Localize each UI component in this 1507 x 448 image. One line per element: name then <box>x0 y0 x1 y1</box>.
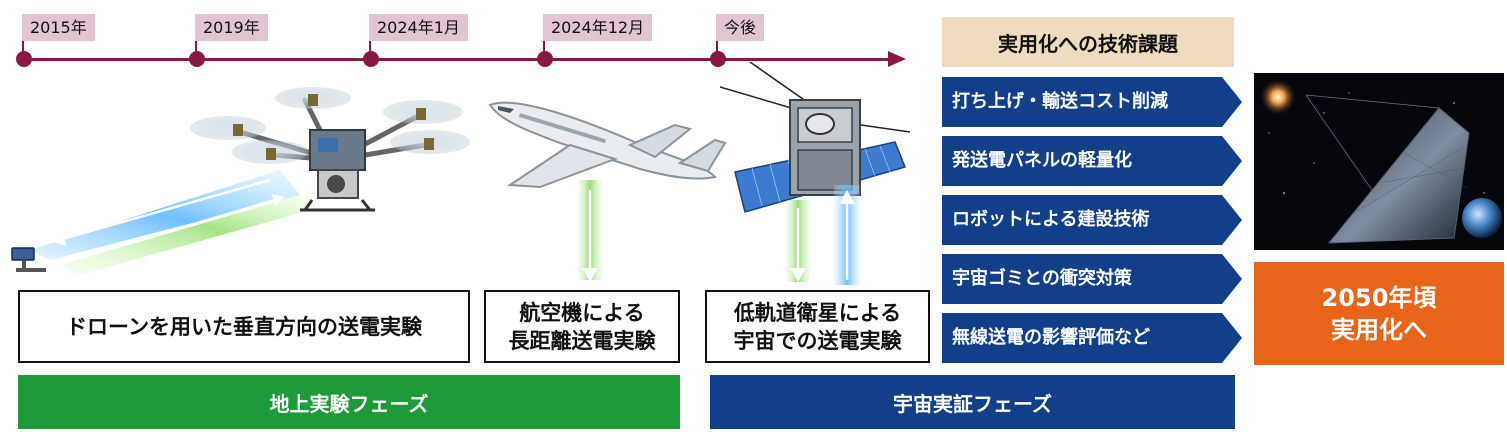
milestone-stem <box>543 41 545 55</box>
ground-phase-label: 地上実験フェーズ <box>269 391 429 416</box>
power-beam <box>30 170 300 260</box>
power-beam <box>60 195 310 275</box>
experiment-satellite-box: 低軌道衛星による 宇宙での送電実験 <box>705 290 930 363</box>
tech-item: 無線送電の影響評価など <box>942 313 1242 363</box>
milestone-dot <box>710 51 726 67</box>
experiment-aircraft-line2: 長距離送電実験 <box>508 328 656 353</box>
experiment-aircraft-box: 航空機による 長距離送電実験 <box>484 290 680 363</box>
ground-phase-bar: 地上実験フェーズ <box>18 375 680 429</box>
drone-illustration <box>11 87 470 275</box>
tech-item: 発送電パネルの軽量化 <box>942 136 1242 186</box>
milestone-stem <box>195 41 197 55</box>
chevron-shape <box>942 254 1242 304</box>
timeline-arrowhead <box>888 51 906 67</box>
space-phase-label: 宇宙実証フェーズ <box>893 391 1052 416</box>
tech-item: 宇宙ゴミとの衝突対策 <box>942 254 1242 304</box>
tech-challenges-title: 実用化への技術課題 <box>942 17 1234 67</box>
space-solar-station-image <box>1254 73 1504 250</box>
milestone-stem <box>369 41 371 55</box>
milestone-2024-12: 2024年12月 <box>543 14 653 41</box>
milestone-stem <box>716 41 718 55</box>
space-scene <box>1254 73 1504 250</box>
tech-item-label: 打ち上げ・輸送コスト削減 <box>952 91 1168 112</box>
experiment-aircraft-line1: 航空機による <box>519 300 645 325</box>
space-phase-bar: 宇宙実証フェーズ <box>710 375 1235 429</box>
tech-challenges-title-text: 実用化への技術課題 <box>998 31 1178 56</box>
milestone-2019: 2019年 <box>195 14 268 41</box>
milestone-2024-01: 2024年1月 <box>369 14 468 41</box>
experiment-satellite-line2: 宇宙での送電実験 <box>733 328 902 353</box>
milestone-dot <box>537 51 553 67</box>
experiment-drone-label: ドローンを用いた垂直方向の送電実験 <box>66 314 422 339</box>
ground-receiver-icon <box>11 247 46 272</box>
chevron-shape <box>942 136 1242 186</box>
chevron-shape <box>942 77 1242 127</box>
goal-line2: 実用化へ <box>1331 315 1427 344</box>
experiment-drone-box: ドローンを用いた垂直方向の送電実験 <box>18 290 470 363</box>
milestone-dot <box>16 51 32 67</box>
milestone-dot <box>363 51 379 67</box>
tech-item-label: 宇宙ゴミとの衝突対策 <box>952 268 1132 289</box>
experiment-satellite-line1: 低軌道衛星による <box>733 300 902 325</box>
tech-item-label: ロボットによる建設技術 <box>952 209 1150 230</box>
tech-item: 打ち上げ・輸送コスト削減 <box>942 77 1242 127</box>
tech-item-label: 無線送電の影響評価など <box>952 327 1150 348</box>
milestone-dot <box>189 51 205 67</box>
milestone-2015: 2015年 <box>22 14 95 41</box>
chevron-shape <box>942 195 1242 245</box>
chevron-shape <box>942 313 1242 363</box>
satellite-beams <box>786 185 860 285</box>
goal-line1: 2050年頃 <box>1321 283 1437 312</box>
aircraft-illustration <box>488 101 727 189</box>
satellite-illustration <box>720 62 911 213</box>
milestone-future: 今後 <box>716 14 765 41</box>
tech-item: ロボットによる建設技術 <box>942 195 1242 245</box>
aircraft-beam <box>578 180 602 282</box>
timeline-line <box>24 58 892 61</box>
milestone-stem <box>22 41 24 55</box>
goal-badge: 2050年頃 実用化へ <box>1254 262 1504 365</box>
tech-item-label: 発送電パネルの軽量化 <box>952 150 1132 171</box>
